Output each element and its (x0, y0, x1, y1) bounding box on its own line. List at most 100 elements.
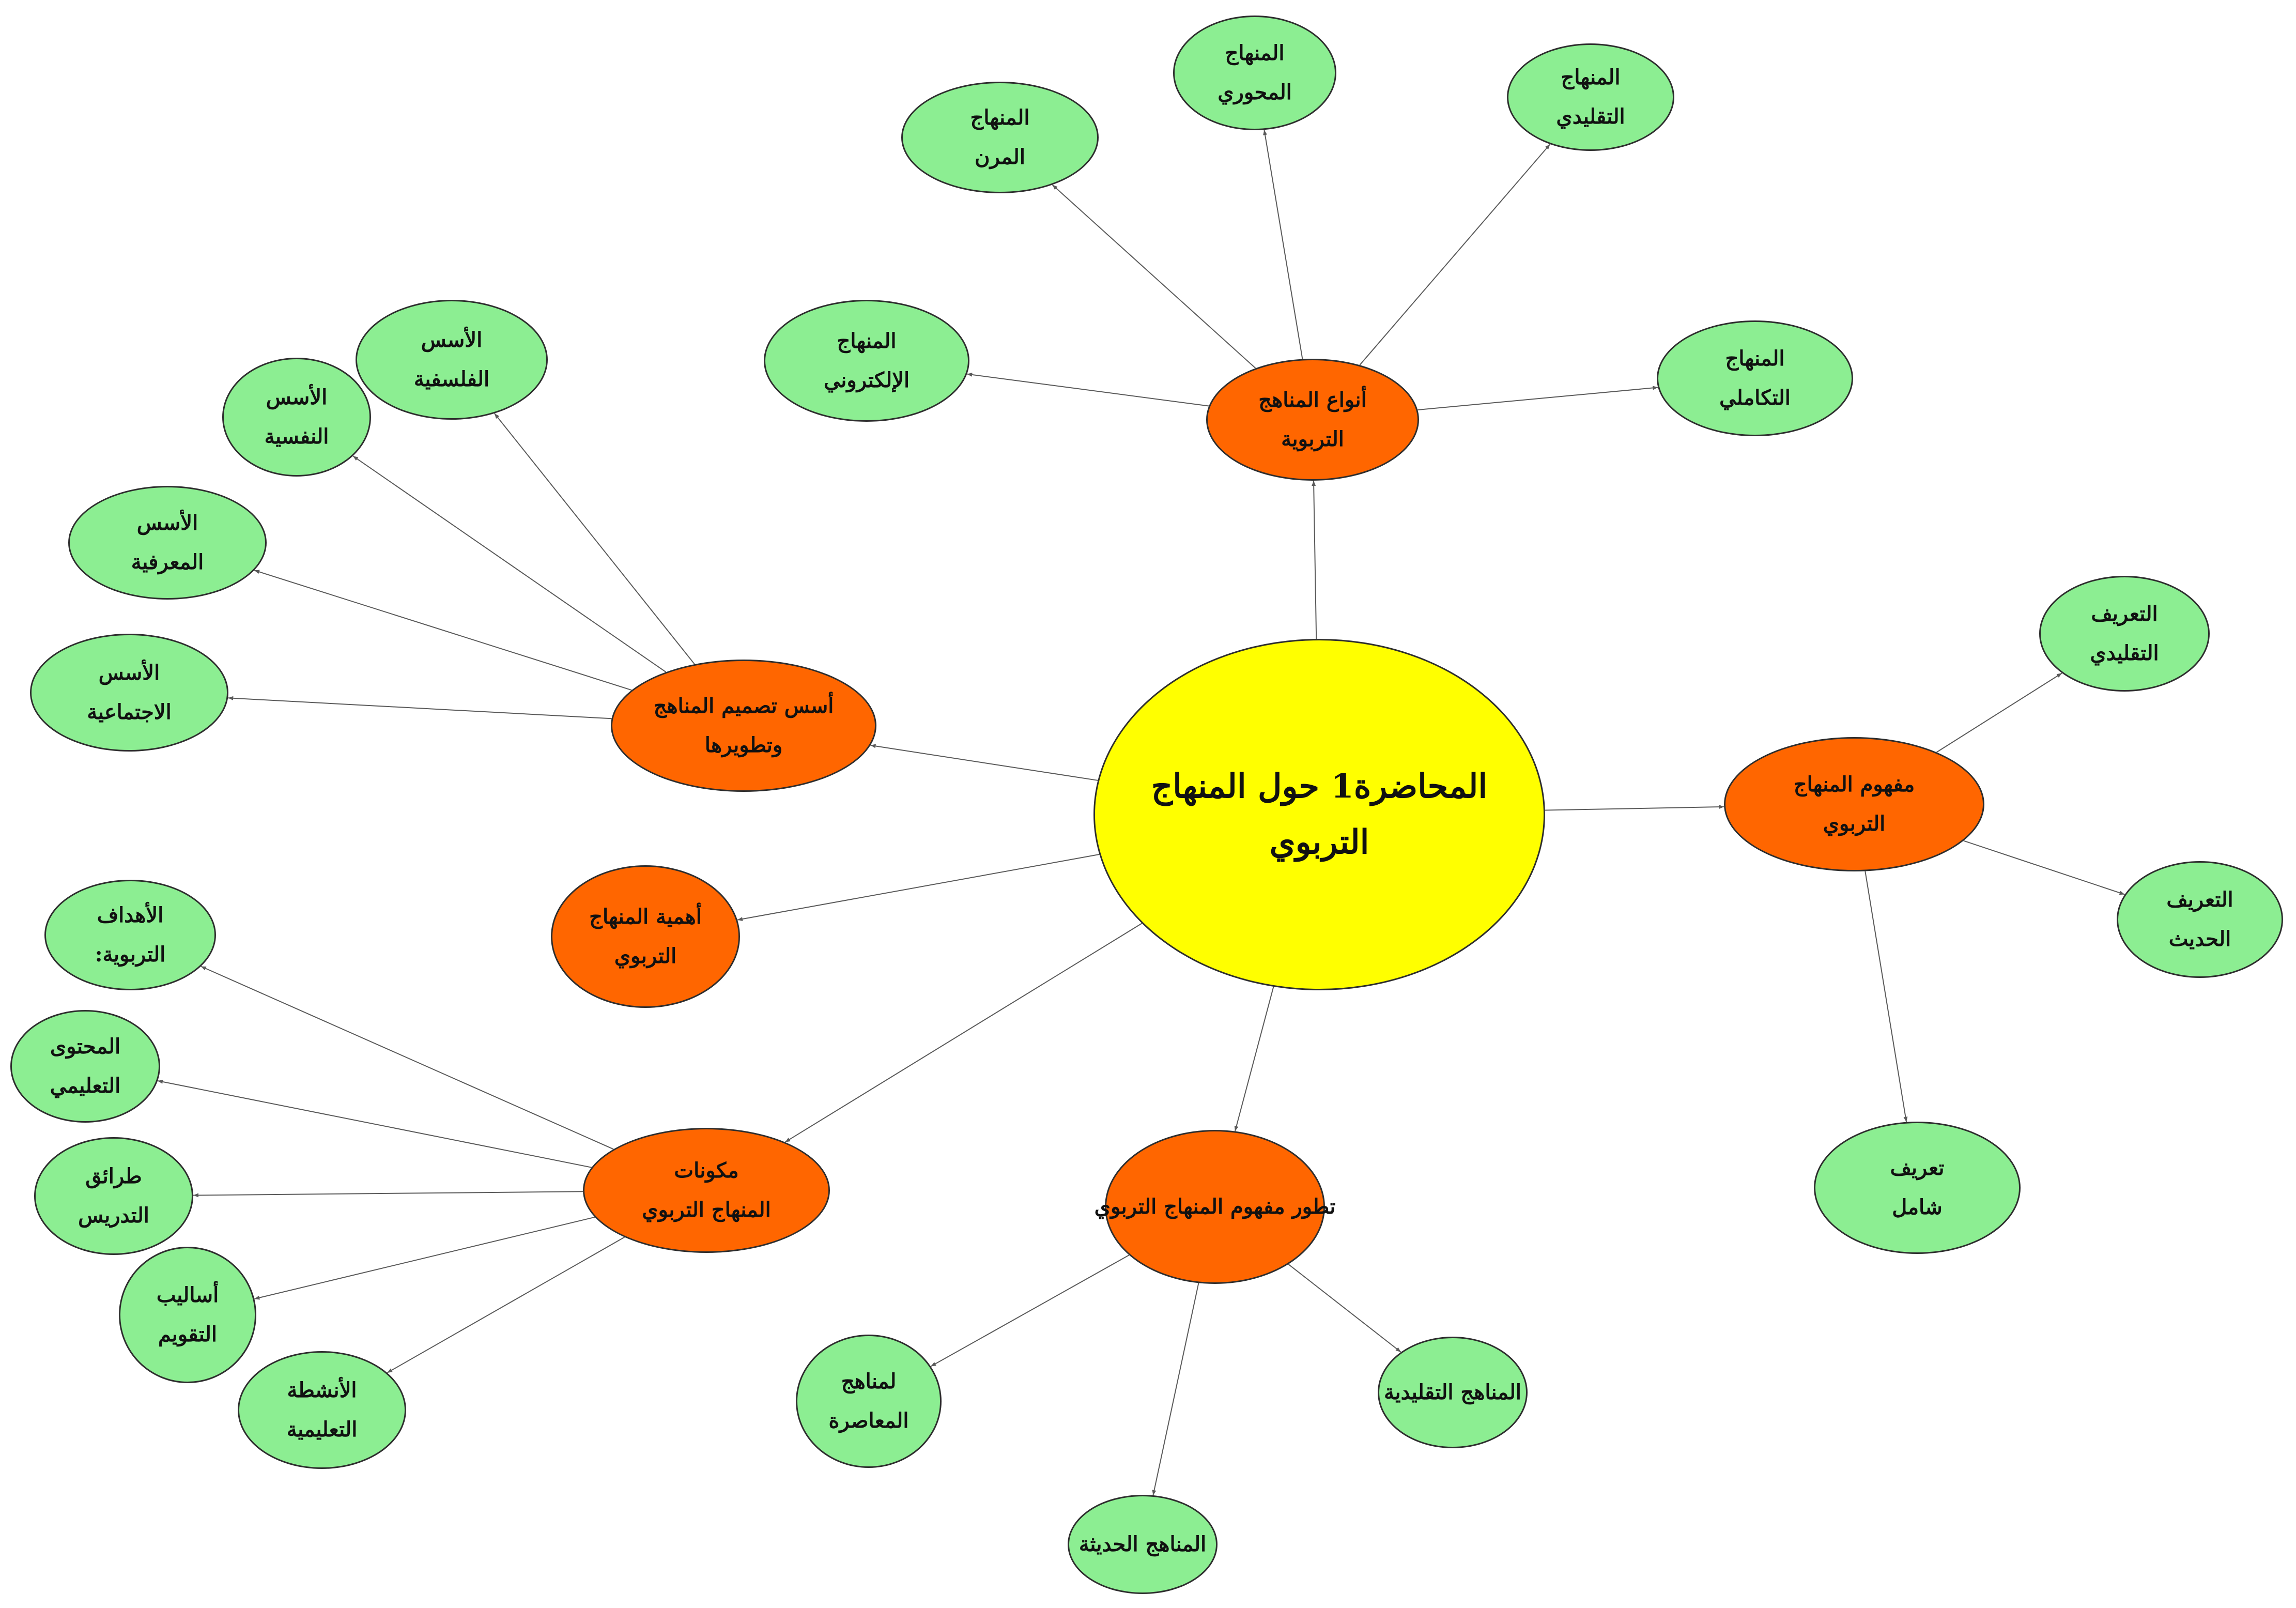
leaf-node-contemporary-curricula[interactable]: لمناهج المعاصرة (796, 1335, 942, 1468)
leaf-label-line-1: المنهاج (1725, 346, 1785, 371)
leaf-node-philosophical-foundations[interactable]: الأسس الفلسفية (356, 300, 548, 420)
connector-components-to-content (157, 1080, 592, 1168)
leaf-label-line-2: الحديث (2168, 927, 2231, 951)
leaf-label-line-1: التعريف (2166, 887, 2233, 912)
connector-root-to-evolution (1234, 986, 1274, 1131)
topic-label-line-2: التربوية (1281, 427, 1344, 451)
leaf-label-line-1: طرائق (85, 1164, 142, 1188)
connector-components-to-activities (387, 1236, 625, 1373)
connector-types-to-electronic (967, 373, 1209, 407)
topic-label-line-1: مكونات (674, 1158, 739, 1183)
leaf-label-line-2: شامل (1892, 1195, 1943, 1219)
root-node[interactable]: المحاضرة1 حول المنهاج التربوي (1093, 639, 1545, 990)
connector-root-to-foundations (870, 744, 1098, 781)
connector-root-to-types (1312, 480, 1317, 639)
connector-foundations-to-philosophical (494, 413, 695, 665)
leaf-label-line-1: الأسس (136, 511, 198, 535)
leaf-label-line-2: التقليدي (2090, 641, 2159, 665)
connector-concept-to-traditional_def (1936, 672, 2062, 753)
leaf-label-line-1: الأهداف (97, 903, 164, 927)
topic-node-concept-evolution[interactable]: تطور مفهوم المنهاج التربوي (1095, 1130, 1335, 1284)
leaf-label-line-1: الأسس (98, 661, 160, 685)
connector-types-to-traditional_curr (1359, 144, 1551, 365)
topic-label-line-2: التربوي (1823, 811, 1886, 836)
leaf-label-line-1: المنهاج (1225, 41, 1285, 65)
connector-components-to-methods (193, 1191, 583, 1198)
leaf-node-educational-objectives[interactable]: الأهداف التربوية: (44, 880, 216, 990)
leaf-node-flexible-curriculum[interactable]: المنهاج المرن (901, 82, 1099, 193)
topic-label-line-1: أهمية المنهاج (589, 905, 702, 929)
leaf-label-line-1: المنهاج (837, 329, 897, 353)
leaf-node-assessment-methods[interactable]: أساليب التقويم (119, 1247, 256, 1383)
leaf-node-core-curriculum[interactable]: المنهاج المحوري (1173, 16, 1336, 130)
leaf-label-line-2: الإلكتروني (823, 368, 910, 392)
leaf-label-line-2: المعرفية (131, 550, 204, 574)
leaf-node-modern-curricula[interactable]: المناهج الحديثة (1068, 1495, 1218, 1594)
connector-foundations-to-epistemic (254, 570, 632, 691)
leaf-label-line-1: الأسس (266, 385, 328, 409)
leaf-label-line-1: لمناهج (841, 1369, 897, 1393)
leaf-label-line-2: الفلسفية (413, 367, 490, 391)
connector-types-to-integrative (1417, 386, 1658, 410)
connector-concept-to-modern_def (1963, 840, 2125, 895)
topic-label-line-2: التربوي (614, 944, 677, 968)
topic-node-curriculum-importance[interactable]: أهمية المنهاج التربوي (551, 865, 740, 1008)
leaf-label-line-1: أساليب (156, 1283, 219, 1307)
leaf-label-line-1: المنهاج (970, 105, 1030, 130)
leaf-label-line-2: التدريس (78, 1203, 149, 1228)
leaf-label-line-1: تعريف (1890, 1156, 1945, 1180)
connector-foundations-to-psychological (352, 455, 667, 673)
leaf-node-teaching-methods[interactable]: طرائق التدريس (34, 1137, 193, 1255)
connector-root-to-components (784, 923, 1143, 1143)
leaf-label-line-1: الأنشطة (287, 1378, 357, 1402)
topic-label-line-2: وتطويرها (704, 733, 783, 757)
leaf-label-line-1: التعريف (2091, 602, 2158, 626)
leaf-label-line-2: المعاصرة (828, 1408, 909, 1433)
connector-evolution-to-modern_curricula (1152, 1283, 1199, 1496)
topic-label-line-1: أنواع المناهج (1258, 388, 1367, 412)
leaf-label-line-2: التعليمية (286, 1417, 358, 1442)
leaf-node-social-foundations[interactable]: الأسس الاجتماعية (30, 634, 228, 752)
root-label-line-2: التربوي (1269, 823, 1369, 862)
leaf-label-line-1: الأسس (421, 328, 483, 352)
leaf-label-line-2: الاجتماعية (87, 700, 172, 724)
leaf-label-line-2: التقويم (158, 1322, 218, 1346)
leaf-label-line-2: المرن (975, 145, 1025, 169)
leaf-label-line-1: المنهاج (1561, 65, 1621, 89)
leaf-label-line-1: المحتوى (50, 1034, 121, 1059)
connector-root-to-importance (737, 854, 1100, 921)
topic-label-line-1: أسس تصميم المناهج (653, 694, 834, 718)
leaf-label-line-2: التكاملي (1719, 386, 1791, 410)
leaf-node-traditional-curriculum[interactable]: المنهاج التقليدي (1507, 43, 1674, 151)
leaf-node-electronic-curriculum[interactable]: المنهاج الإلكتروني (764, 300, 969, 422)
leaf-node-comprehensive-definition[interactable]: تعريف شامل (1814, 1122, 2021, 1254)
leaf-node-psychological-foundations[interactable]: الأسس النفسية (222, 358, 371, 477)
leaf-label-line-1: المناهج التقليدية (1384, 1380, 1522, 1404)
leaf-node-educational-activities[interactable]: الأنشطة التعليمية (238, 1351, 406, 1469)
leaf-label-line-2: التعليمي (50, 1074, 121, 1098)
topic-node-curriculum-types[interactable]: أنواع المناهج التربوية (1206, 359, 1419, 481)
topic-label-line-1: تطور مفهوم المنهاج التربوي (1094, 1194, 1336, 1219)
connector-evolution-to-traditional_curricula (1288, 1264, 1401, 1353)
leaf-label-line-2: النفسية (264, 424, 329, 449)
connector-evolution-to-contemporary (930, 1254, 1130, 1367)
topic-label-line-2: المنهاج التربوي (642, 1198, 771, 1222)
topic-node-curriculum-foundations[interactable]: أسس تصميم المناهج وتطويرها (611, 660, 876, 792)
topic-node-curriculum-concept[interactable]: مفهوم المنهاج التربوي (1724, 737, 1984, 871)
connector-components-to-assessment (254, 1216, 595, 1300)
leaf-label-line-2: التربوية: (95, 942, 166, 967)
leaf-node-integrative-curriculum[interactable]: المنهاج التكاملي (1657, 320, 1853, 436)
leaf-node-epistemic-foundations[interactable]: الأسس المعرفية (68, 486, 267, 600)
topic-node-curriculum-components[interactable]: مكونات المنهاج التربوي (583, 1128, 830, 1253)
connector-types-to-core (1263, 130, 1303, 359)
leaf-label-line-2: المحوري (1218, 80, 1292, 104)
connector-root-to-concept (1545, 805, 1724, 811)
leaf-node-modern-definition[interactable]: التعريف الحديث (2117, 861, 2283, 978)
leaf-node-educational-content[interactable]: المحتوى التعليمي (10, 1010, 160, 1123)
leaf-node-traditional-curricula[interactable]: المناهج التقليدية (1378, 1337, 1528, 1448)
connector-foundations-to-social (228, 696, 612, 719)
topic-label-line-1: مفهوم المنهاج (1793, 772, 1915, 797)
leaf-node-traditional-definition[interactable]: التعريف التقليدي (2039, 576, 2210, 692)
